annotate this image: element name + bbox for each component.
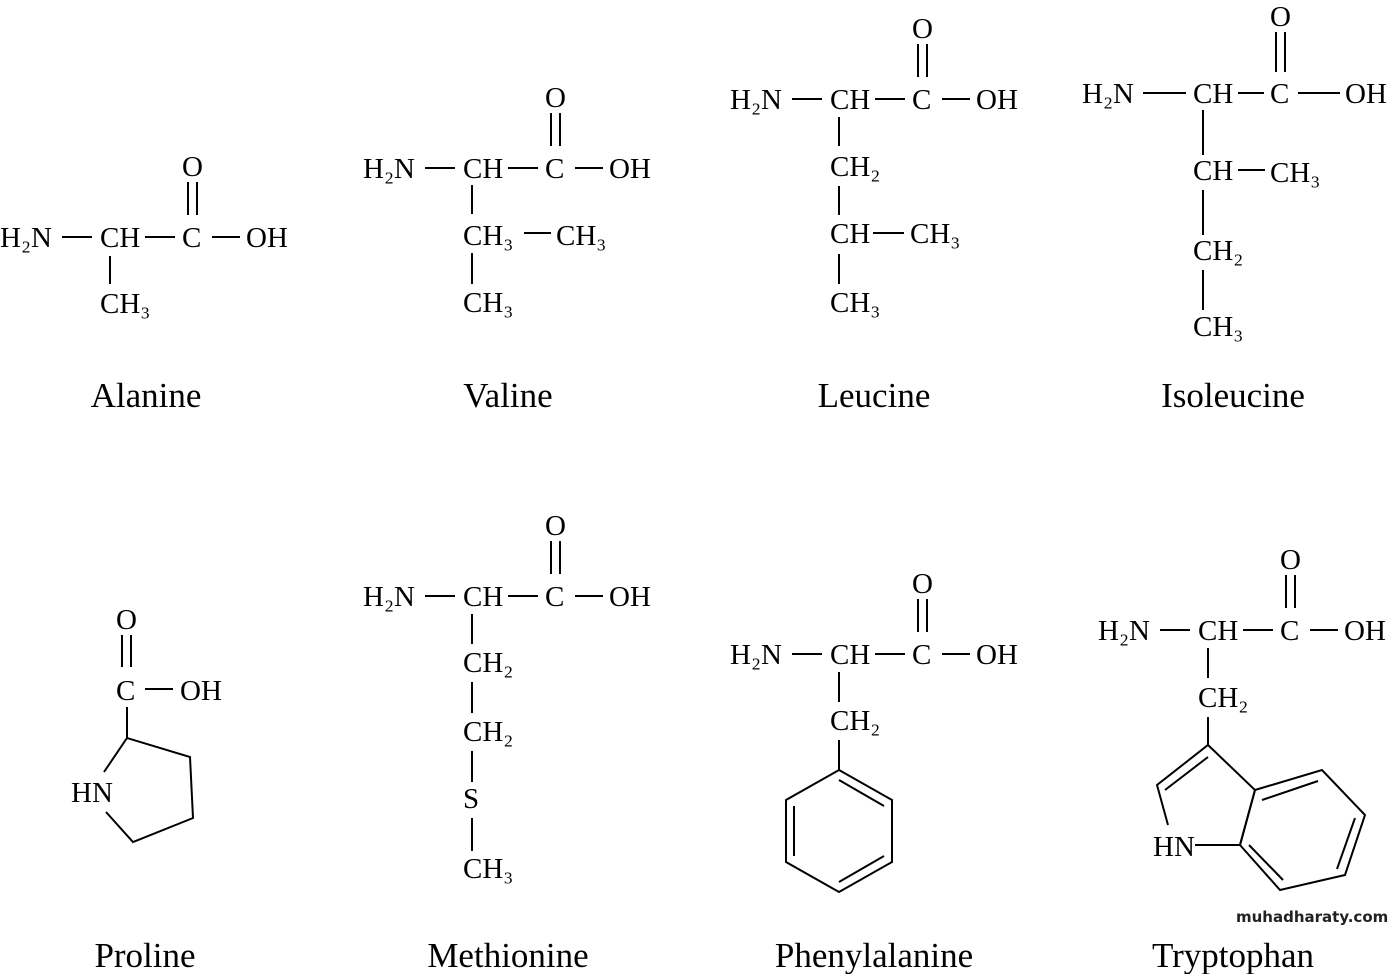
atom: HN (71, 777, 113, 809)
atom: CH₂ (830, 705, 880, 737)
atom: CH (463, 581, 503, 613)
atom: CH₃ (100, 288, 150, 320)
atom: C (545, 153, 564, 185)
molecule-name: Methionine (427, 936, 588, 974)
atom: OH (1344, 615, 1386, 647)
pyrrole-ring (1155, 743, 1257, 846)
atom: H₂N (730, 639, 782, 671)
atom: OH (180, 675, 222, 707)
molecule-name: Alanine (91, 376, 202, 415)
atom: CH (1198, 615, 1238, 647)
molecule-alanine: H₂N CH C OH O CH₃ Alanine (0, 151, 288, 415)
bond (1248, 844, 1284, 881)
atom: CH₂ (830, 151, 880, 183)
molecule-name: Isoleucine (1161, 376, 1305, 415)
atom: O (545, 82, 566, 114)
bond (1164, 756, 1209, 791)
atom: CH₂ (1198, 682, 1248, 714)
molecule-name: Valine (463, 376, 552, 415)
atom: CH₃ (463, 220, 513, 252)
atom: C (182, 222, 201, 254)
atom: O (1280, 544, 1301, 576)
atom: CH₃ (1193, 311, 1243, 343)
molecule-tryptophan: H₂N CH C OH O CH₂ HN Tryptophan (1098, 544, 1386, 974)
atom: S (463, 783, 479, 815)
atom: OH (976, 84, 1018, 116)
atom: CH₃ (463, 853, 513, 885)
atom: H₂N (1082, 78, 1134, 110)
atom: H₂N (363, 153, 415, 185)
molecule-name: Leucine (818, 376, 931, 415)
atom: CH₂ (463, 716, 513, 748)
atom: OH (609, 581, 651, 613)
watermark: muhadharaty.com (1236, 908, 1388, 926)
atom: H₂N (730, 84, 782, 116)
bond (838, 855, 885, 883)
atom: C (116, 675, 135, 707)
molecule-name: Proline (94, 936, 195, 974)
atom: CH₂ (1193, 235, 1243, 267)
atom: OH (976, 639, 1018, 671)
atom: CH₃ (830, 287, 880, 319)
atom: HN (1153, 831, 1195, 863)
molecule-valine: H₂N CH C OH O CH₃ CH₃ CH₃ Valine (363, 82, 651, 415)
atom: CH₃ (1270, 157, 1320, 189)
atom: CH (1193, 155, 1233, 187)
atom: CH₂ (463, 647, 513, 679)
atom: OH (246, 222, 288, 254)
atom: H₂N (1098, 615, 1150, 647)
atom: O (182, 151, 203, 183)
atom: OH (1345, 78, 1387, 110)
atom: CH (100, 222, 140, 254)
atom: CH (463, 153, 503, 185)
molecule-name: Phenylalanine (775, 936, 973, 974)
atom: CH (830, 639, 870, 671)
atom: CH₃ (556, 220, 606, 252)
bond (1261, 780, 1319, 801)
bond (838, 779, 885, 807)
atom: CH (830, 84, 870, 116)
atom: C (1280, 615, 1299, 647)
atom: O (545, 510, 566, 542)
atom: C (1270, 78, 1289, 110)
atom: OH (609, 153, 651, 185)
bond (1336, 817, 1356, 870)
atom: CH₃ (463, 287, 513, 319)
atom: O (116, 604, 137, 636)
atom: C (912, 639, 931, 671)
atom: CH₃ (910, 218, 960, 250)
pyrrolidine-ring (103, 736, 195, 844)
molecule-proline: O C OH HN Proline (71, 604, 222, 974)
molecule-phenylalanine: H₂N CH C OH O CH₂ Phenylalanine (730, 568, 1018, 974)
molecule-methionine: H₂N CH C OH O CH₂ CH₂ S CH₃ Methionine (363, 510, 651, 974)
molecule-leucine: H₂N CH C OH O CH₂ CH CH₃ CH₃ Leucine (730, 13, 1018, 415)
atom: C (912, 84, 931, 116)
atom: CH (830, 218, 870, 250)
molecule-isoleucine: H₂N CH C OH O CH CH₃ CH₂ CH₃ Isoleucine (1082, 1, 1387, 415)
benzene-ring (785, 768, 893, 894)
atom: C (545, 581, 564, 613)
benzene-ring (1238, 768, 1367, 892)
molecule-name: Tryptophan (1152, 936, 1314, 974)
atom: O (912, 13, 933, 45)
atom: H₂N (363, 581, 415, 613)
atom: CH (1193, 78, 1233, 110)
atom: O (1270, 1, 1291, 33)
atom: H₂N (0, 222, 52, 254)
atom: O (912, 568, 933, 600)
